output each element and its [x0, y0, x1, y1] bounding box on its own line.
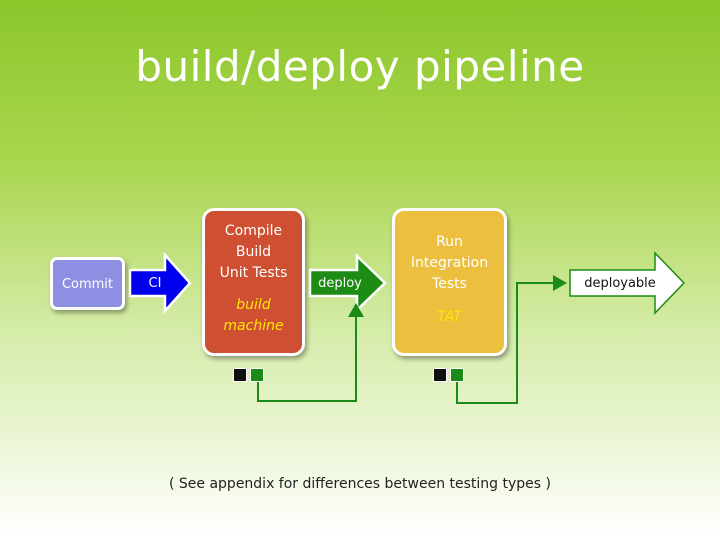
page-title: build/deploy pipeline	[135, 42, 585, 91]
build-stage-note-2: machine	[223, 318, 284, 334]
ci-label: CI	[148, 276, 162, 291]
ci-arrow	[128, 251, 192, 315]
tat-stage-line-1: Run	[436, 234, 463, 250]
commit-label: Commit	[61, 277, 114, 292]
build-artifact-tab-dark	[233, 368, 247, 382]
build-stage-line-3: Unit Tests	[219, 265, 288, 281]
build-stage-box: Compile Build Unit Tests build machine	[202, 208, 305, 356]
build-artifact-tab-green	[250, 368, 264, 382]
tat-stage-line-3: Tests	[432, 276, 467, 292]
tat-stage-box: Run Integration Tests TAT	[392, 208, 507, 356]
tat-artifact-tab-green	[450, 368, 464, 382]
tat-stage-note: TAT	[437, 309, 462, 325]
deploy-arrow	[308, 253, 387, 313]
footnote: ( See appendix for differences between t…	[168, 476, 551, 492]
tat-stage-line-2: Integration	[410, 255, 489, 271]
deployable-label: deployable	[584, 276, 656, 291]
tat-artifact-tab-dark	[433, 368, 447, 382]
tat-connector-line	[456, 275, 567, 404]
build-stage-line-1: Compile	[224, 223, 283, 239]
commit-box: Commit	[50, 257, 125, 310]
build-stage-note-1: build	[236, 297, 271, 313]
build-stage-line-2: Build	[235, 244, 272, 260]
deploy-label: deploy	[318, 276, 362, 291]
deployable-arrow	[569, 251, 686, 315]
build-connector-line	[257, 303, 364, 402]
